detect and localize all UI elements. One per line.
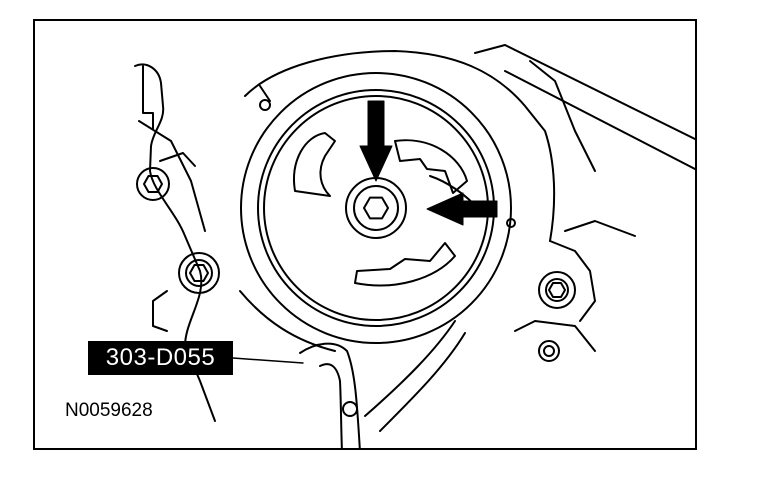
bolt-left-upper-flange [136,167,170,201]
damper-window-upper-right [394,139,468,194]
crankshaft-damper-outer [240,72,512,344]
arrow-left-indicator [426,192,498,226]
figure-id: N0059628 [65,400,153,421]
damper-window-lower [354,242,456,287]
crank-bolt-head [363,196,389,220]
right-block-rib [564,220,636,237]
drive-belt-right-2 [379,332,466,432]
holding-tool-arm-2 [319,363,343,448]
bolt-right-lower [538,340,560,362]
upper-right-housing [474,44,695,141]
drive-belt-left [239,290,336,352]
engine-block-rib [138,120,206,232]
tool-label-303-d055: 303-D055 [88,341,233,375]
bolt-right-washer [538,271,576,309]
engine-block-rib-2 [159,152,196,167]
arrow-down-indicator [359,100,393,182]
timing-cover-inner [259,85,271,102]
engine-illustration [134,44,695,448]
timing-cover-outline [244,50,556,242]
engine-block-outline [134,63,203,372]
bolt-right-lower-inner [543,345,555,357]
engine-block-edge [142,65,154,130]
bolt-left-lower-flange [185,259,213,287]
right-lower-bracket [514,320,596,352]
holding-tool-pin [342,401,358,417]
bolt-left-upper-head [143,175,163,193]
callout-leader-line [232,357,304,364]
bolt-left-lower-washer [178,252,220,294]
bolt-right-head [548,282,566,298]
right-block-edge [549,240,596,322]
holding-tool-arm [299,342,361,448]
upper-right-bracket [529,60,596,172]
engine-block-step [152,290,168,332]
bolt-right-flange [545,278,569,302]
crank-bolt-flange [353,185,399,231]
drive-belt-right [364,320,456,417]
upper-right-housing-edge [504,70,695,171]
diagram-frame: 303-D055 N0059628 [33,19,697,450]
timing-cover-screw [259,99,271,111]
damper-window-upper-left [293,132,336,197]
bolt-left-lower-head [189,264,209,282]
